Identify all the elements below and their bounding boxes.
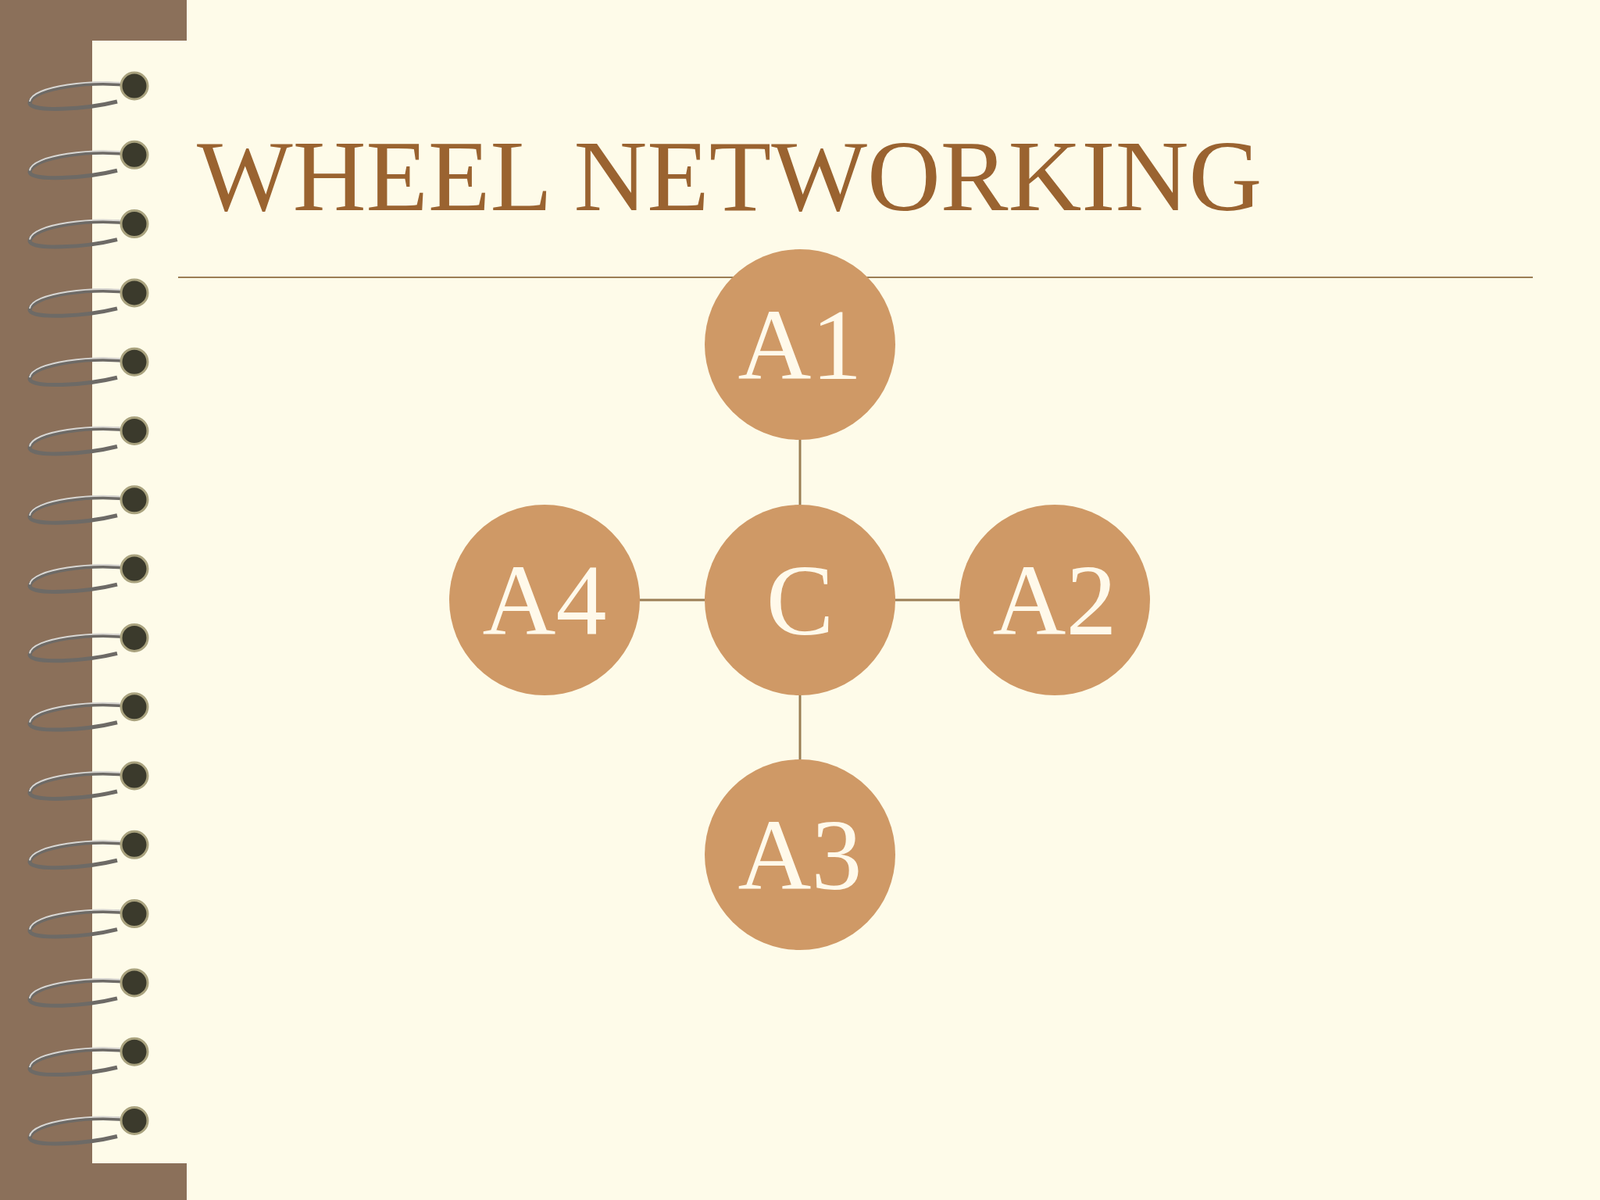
- ring-wire: [29, 911, 135, 937]
- ring-wire: [29, 1118, 135, 1144]
- spoke-line: [799, 695, 802, 760]
- spiral-ring: [29, 486, 148, 523]
- punch-hole: [121, 141, 148, 168]
- spiral-ring: [29, 1107, 148, 1144]
- spiral-ring: [29, 279, 148, 316]
- member-label: A4: [482, 549, 608, 651]
- punch-hole: [121, 486, 148, 514]
- spoke-line: [799, 439, 802, 505]
- spiral-ring: [29, 900, 148, 937]
- spoke-line: [895, 599, 960, 602]
- spiral-rings: [29, 72, 148, 1144]
- spoke-line: [639, 599, 705, 602]
- punch-hole: [121, 693, 148, 721]
- punch-hole: [121, 210, 148, 238]
- punch-hole: [121, 900, 148, 928]
- ring-highlight: [29, 771, 135, 792]
- ring-wire: [29, 83, 135, 109]
- member-circle: A2: [959, 504, 1150, 696]
- spiral-ring: [29, 831, 148, 868]
- ring-wire: [29, 428, 135, 454]
- ring-wire: [29, 1049, 135, 1075]
- ring-highlight: [29, 289, 135, 309]
- member-circle: A1: [704, 249, 896, 440]
- spiral-ring: [29, 693, 148, 730]
- circle-fill: [704, 504, 896, 696]
- ring-highlight: [29, 220, 135, 240]
- ring-highlight: [29, 357, 135, 378]
- ring-highlight: [29, 427, 135, 447]
- ring-wire: [29, 635, 135, 661]
- spiral-ring: [29, 210, 148, 247]
- spiral-ring: [29, 141, 148, 178]
- spiral-ring: [29, 72, 148, 109]
- ring-wire: [29, 980, 135, 1006]
- punch-hole: [121, 969, 148, 997]
- punch-hole: [121, 624, 148, 651]
- spiral-ring: [29, 1038, 148, 1075]
- punch-hole: [121, 831, 148, 858]
- ring-highlight: [29, 634, 135, 654]
- punch-hole: [121, 279, 148, 307]
- member-label: A3: [738, 803, 863, 906]
- ring-wire: [29, 842, 135, 868]
- ring-highlight: [29, 910, 135, 930]
- slide-title: WHEEL NETWORKING: [196, 125, 1262, 227]
- member-circle: A4: [449, 504, 640, 696]
- ring-wire: [29, 153, 135, 179]
- spiral-ring: [29, 969, 148, 1006]
- ring-highlight: [29, 703, 135, 723]
- ring-wire: [29, 566, 135, 592]
- punch-hole: [121, 762, 148, 790]
- spiral-ring: [29, 624, 148, 661]
- spiral-ring: [29, 417, 148, 454]
- ring-wire: [29, 290, 135, 316]
- ring-wire: [29, 773, 135, 799]
- punch-hole: [121, 417, 148, 445]
- punch-hole: [121, 1107, 148, 1135]
- circle-fill: [704, 249, 896, 440]
- ring-highlight: [29, 841, 135, 861]
- punch-hole: [121, 1038, 148, 1065]
- paper-page: [92, 40, 1600, 1164]
- member-circle: C: [704, 504, 896, 696]
- circle-fill: [959, 504, 1150, 696]
- ring-highlight: [29, 82, 135, 102]
- spiral-ring: [29, 762, 148, 799]
- ring-highlight: [29, 564, 135, 585]
- ring-wire: [29, 221, 135, 247]
- punch-hole: [121, 72, 148, 100]
- ring-wire: [29, 359, 135, 385]
- ring-highlight: [29, 978, 135, 999]
- member-circle: A3: [704, 759, 896, 950]
- member-label: C: [766, 549, 835, 651]
- spiral-ring: [29, 555, 148, 592]
- ring-highlight: [29, 1117, 135, 1137]
- member-label: A2: [992, 549, 1118, 651]
- punch-hole: [121, 348, 148, 375]
- ring-highlight: [29, 496, 135, 516]
- punch-hole: [121, 555, 148, 583]
- member-label: A1: [738, 293, 863, 396]
- ring-wire: [29, 704, 135, 730]
- spiral-ring: [29, 348, 148, 385]
- circle-fill: [449, 504, 640, 696]
- ring-highlight: [29, 1047, 135, 1068]
- ring-wire: [29, 497, 135, 523]
- ring-highlight: [29, 151, 135, 172]
- circle-fill: [704, 759, 896, 950]
